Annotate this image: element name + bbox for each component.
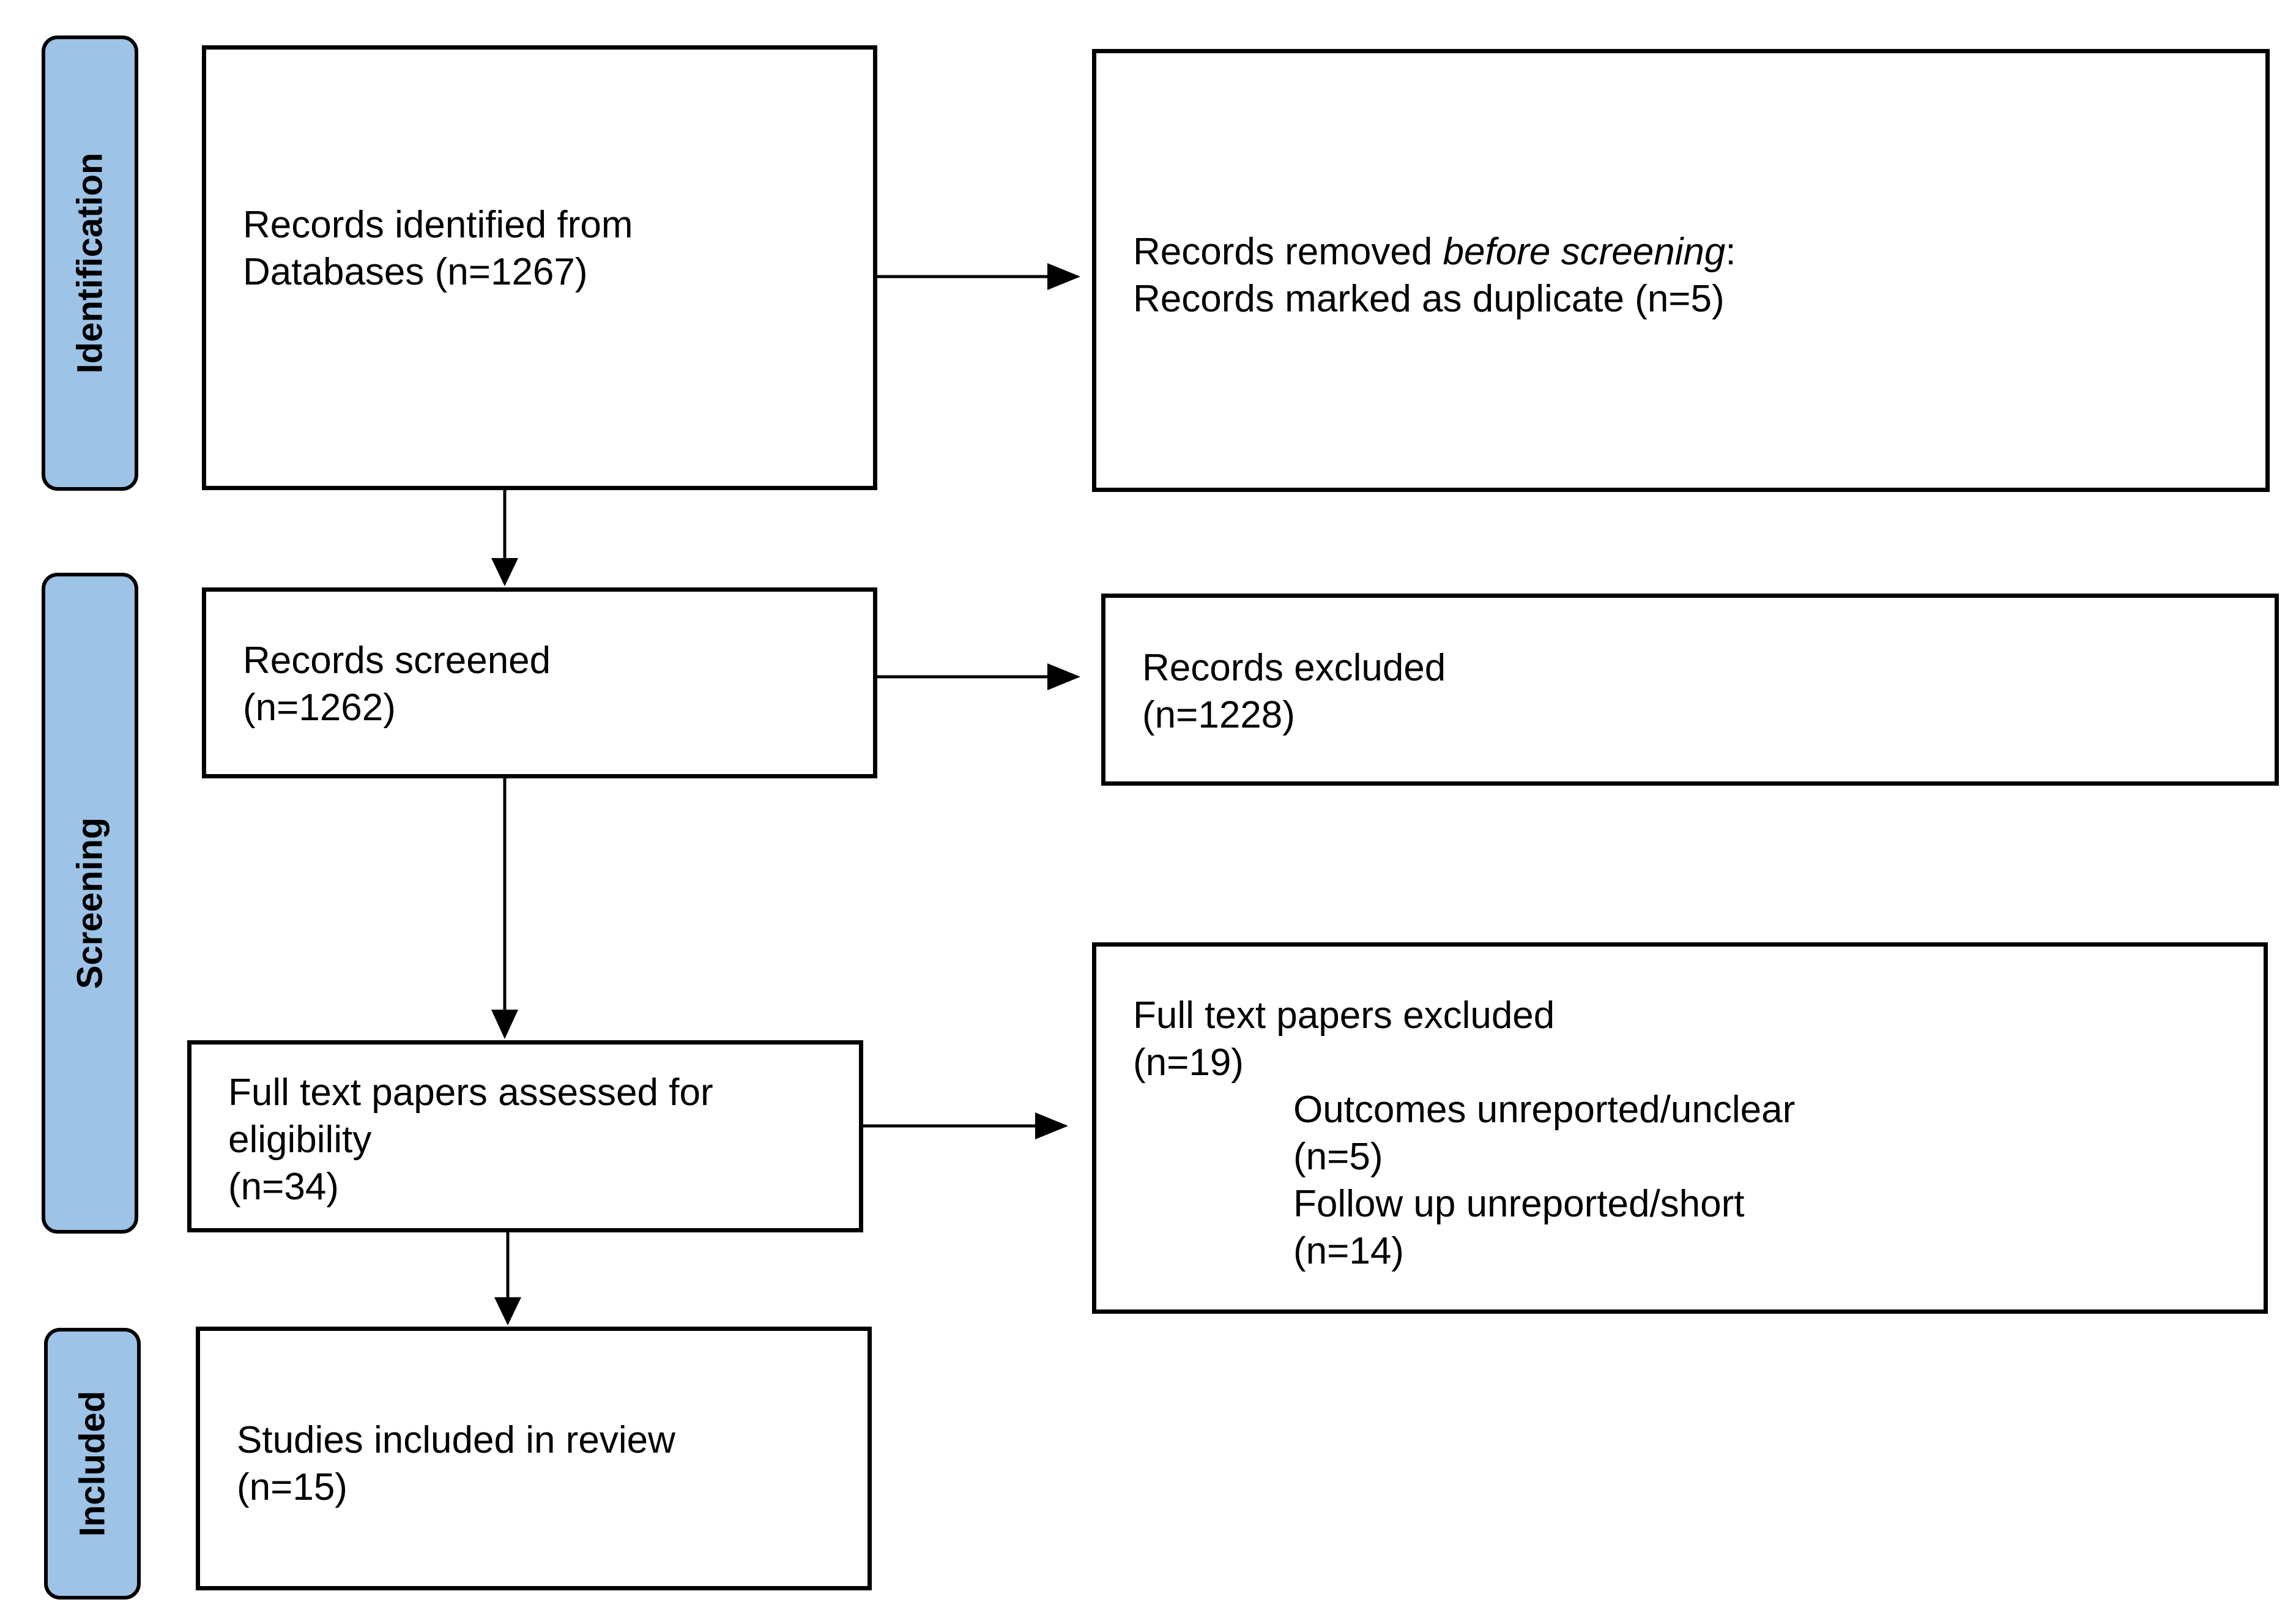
records-removed-prefix: Records removed	[1133, 231, 1443, 273]
records-screened-line2: (n=1262)	[243, 687, 396, 729]
exclusion-reason-followup: Follow up unreported/short	[1293, 1183, 1745, 1225]
arrowhead-fulltext	[491, 1010, 518, 1039]
records-identified-line1: Records identified from	[243, 204, 633, 246]
full-text-excluded-line1: Full text papers excluded	[1133, 994, 1555, 1037]
arrowhead-screened	[491, 558, 518, 586]
full-text-assessed-line1: Full text papers assessed for	[228, 1071, 713, 1114]
records-removed-box: Records removed before screening: Record…	[1092, 49, 2270, 492]
records-removed-line2: Records marked as duplicate (n=5)	[1133, 278, 1725, 320]
exclusion-reason-followup-count: (n=14)	[1293, 1230, 1404, 1272]
records-screened-box: Records screened (n=1262)	[202, 587, 877, 778]
full-text-assessed-box: Full text papers assessed for eligibilit…	[187, 1040, 863, 1232]
full-text-excluded-box: Full text papers excluded (n=19) Outcome…	[1092, 942, 2268, 1314]
records-screened-line1: Records screened	[243, 639, 551, 682]
full-text-assessed-line3: (n=34)	[228, 1166, 339, 1208]
records-identified-box: Records identified from Databases (n=126…	[202, 45, 877, 490]
records-identified-line2: Databases (n=1267)	[243, 251, 588, 293]
records-excluded-line1: Records excluded	[1142, 647, 1446, 689]
phase-identification: Identification	[42, 35, 138, 491]
arrowhead-included	[494, 1297, 521, 1325]
phase-screening: Screening	[42, 573, 138, 1234]
studies-included-box: Studies included in review (n=15)	[196, 1327, 872, 1590]
records-excluded-line2: (n=1228)	[1142, 694, 1295, 736]
studies-included-line1: Studies included in review	[237, 1419, 675, 1461]
studies-included-line2: (n=15)	[237, 1466, 347, 1508]
exclusion-reason-outcomes: Outcomes unreported/unclear	[1293, 1089, 1796, 1131]
full-text-excluded-line2: (n=19)	[1133, 1041, 1244, 1084]
arrowhead-excluded	[1047, 663, 1080, 690]
records-removed-italic: before screening	[1443, 231, 1726, 273]
phase-included: Included	[44, 1328, 141, 1600]
records-removed-suffix: :	[1725, 231, 1736, 273]
arrowhead-removed	[1047, 263, 1080, 290]
exclusion-reason-outcomes-count: (n=5)	[1293, 1136, 1383, 1178]
full-text-assessed-line2: eligibility	[228, 1119, 372, 1161]
arrowhead-fulltext-excluded	[1035, 1112, 1068, 1139]
records-removed-line1: Records removed before screening:	[1133, 228, 2265, 275]
records-excluded-box: Records excluded (n=1228)	[1101, 594, 2279, 786]
